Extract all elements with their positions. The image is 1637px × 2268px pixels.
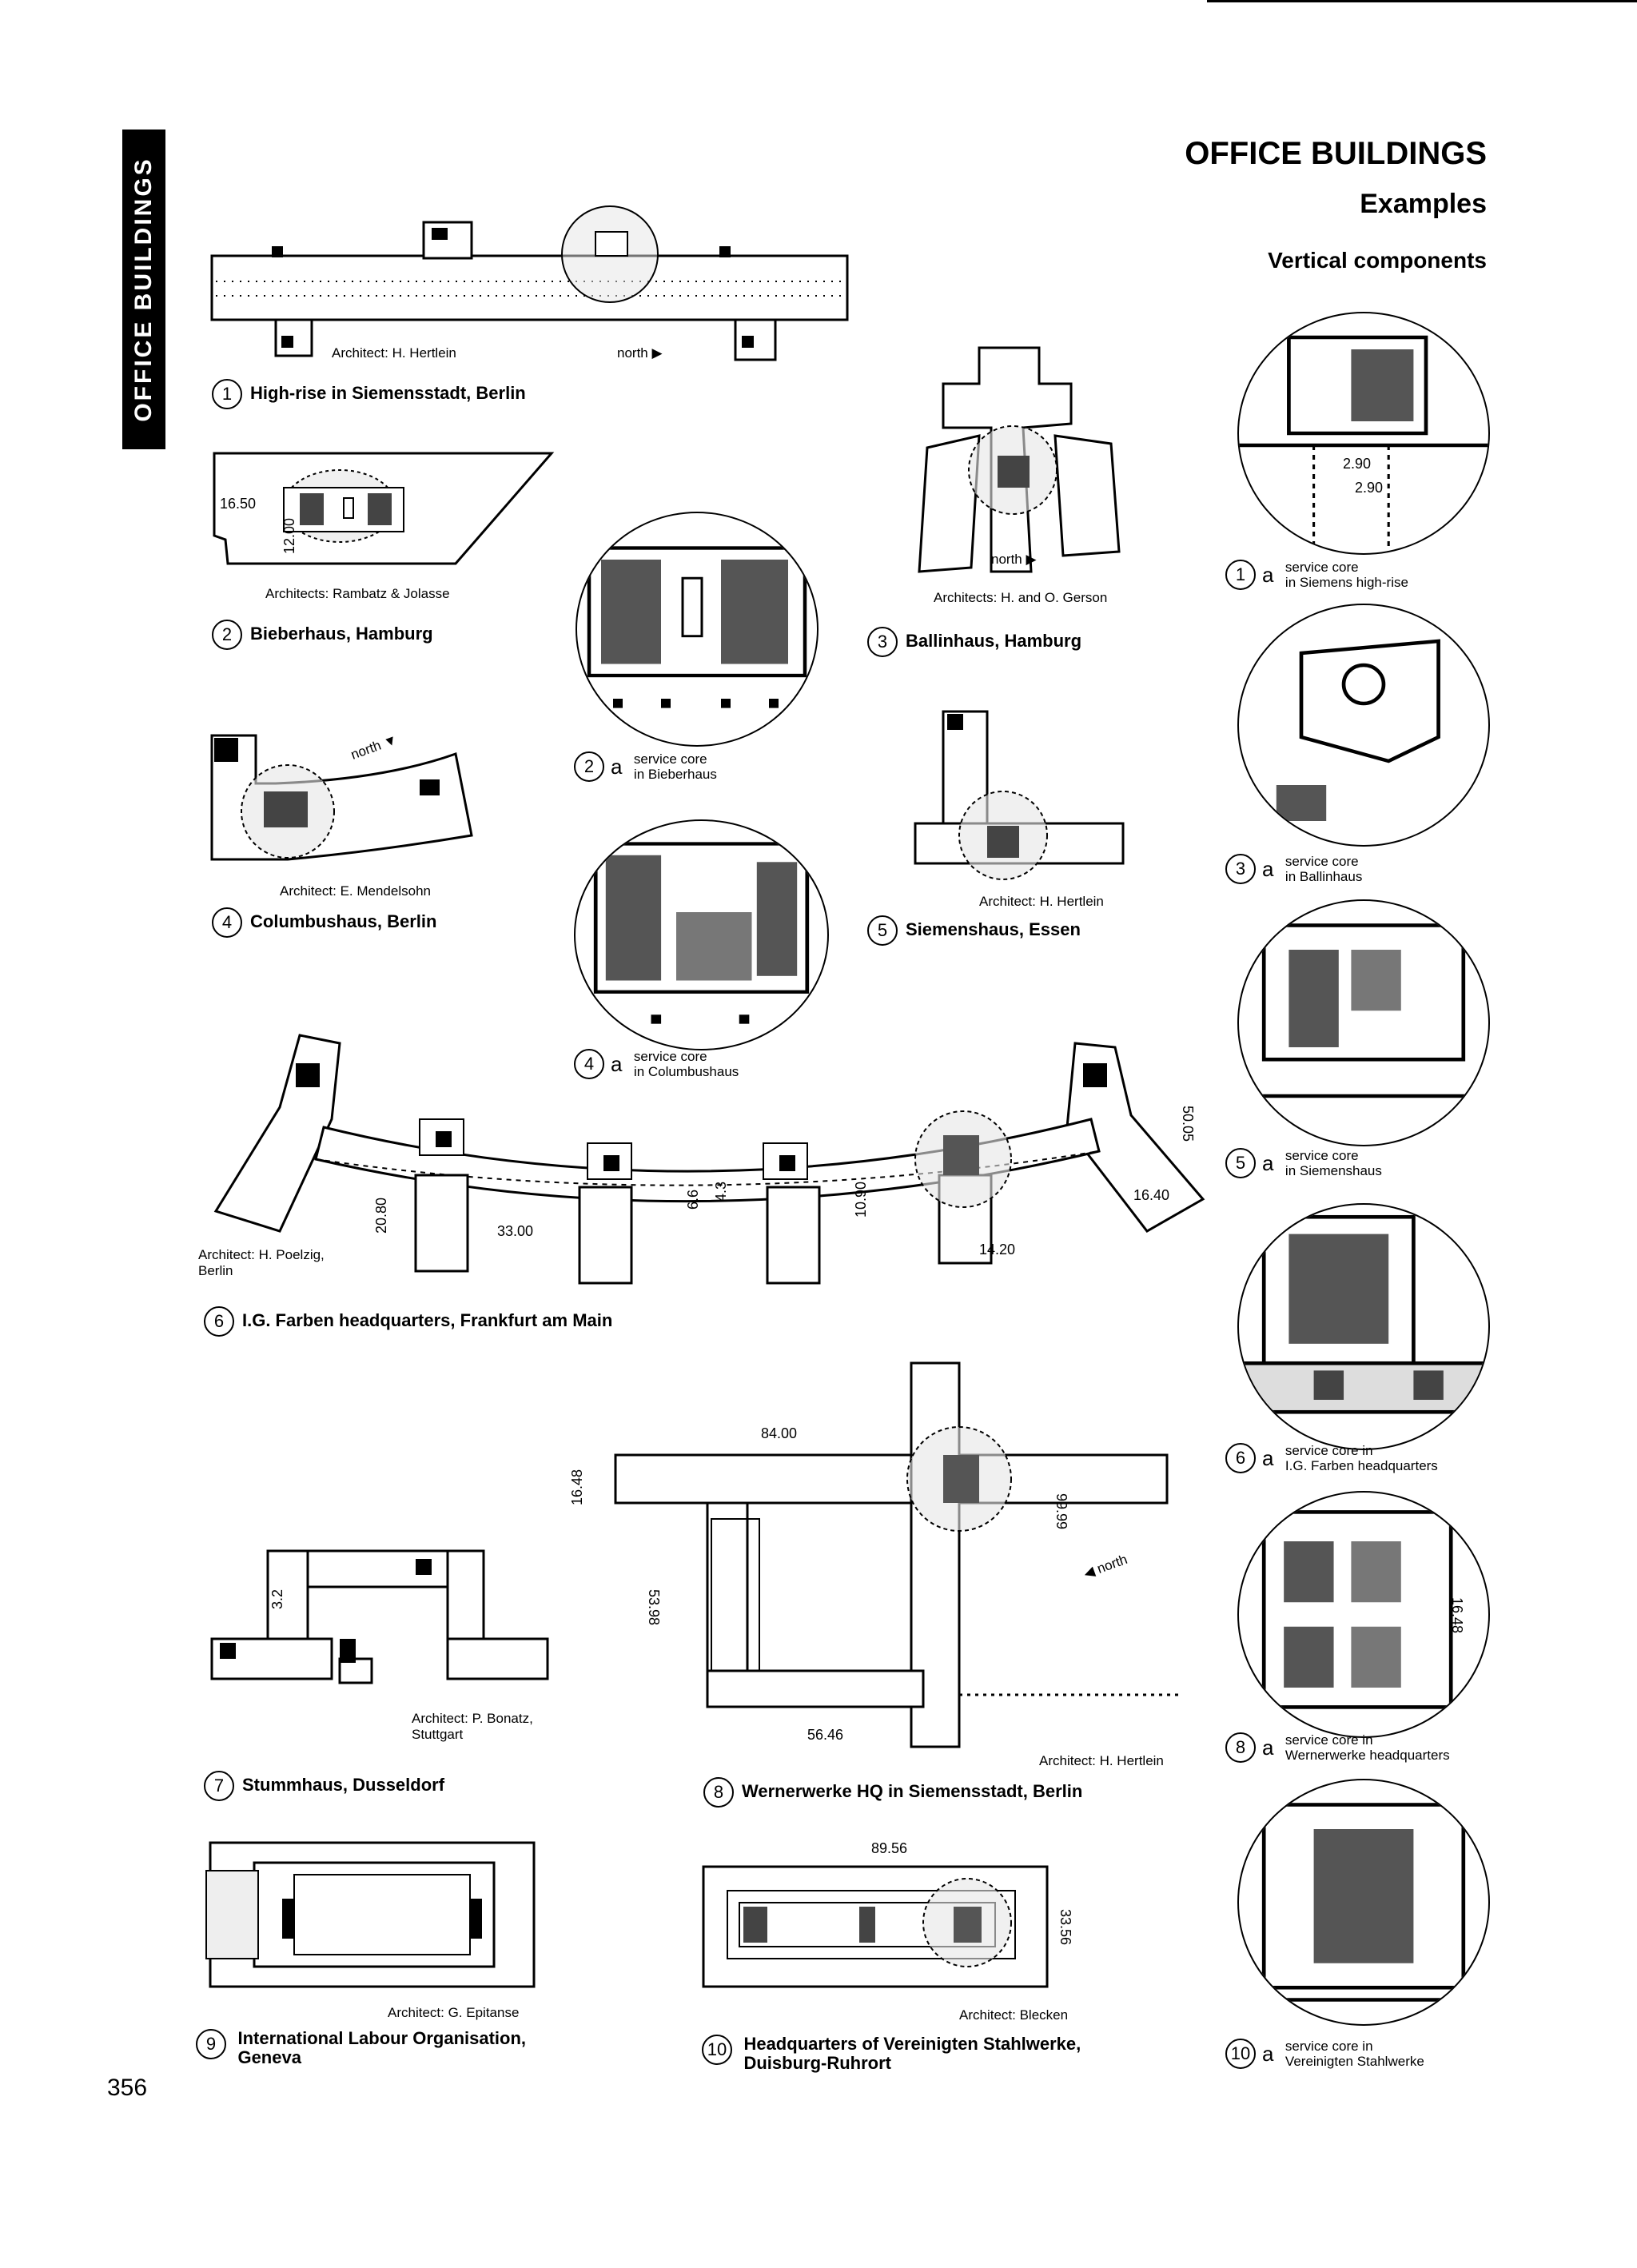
architect-1: Architect: H. Hertlein — [332, 345, 456, 361]
dim-6-f: 14.20 — [979, 1242, 1016, 1258]
page-title: OFFICE BUILDINGS — [1185, 136, 1487, 171]
north-arrow-icon: ▶ — [651, 345, 663, 361]
detail-4a-circle — [574, 819, 829, 1050]
dim-10-b: 33.56 — [1057, 1908, 1074, 1946]
architect-2: Architects: Rambatz & Jolasse — [265, 586, 450, 601]
detail-1a-circle — [1237, 312, 1490, 555]
dim-2-width: 16.50 — [220, 496, 257, 512]
section-heading: Vertical components — [1268, 248, 1487, 273]
plan-6-ig-farben — [213, 1034, 1205, 1285]
plan-2-bieberhaus — [213, 452, 555, 565]
detail-6a-circle — [1237, 1203, 1490, 1450]
top-rule — [1207, 0, 1637, 2]
north-label-3: north ▶ — [991, 552, 1037, 567]
page-number: 356 — [107, 2075, 148, 2101]
architect-10: Architect: Blecken — [959, 2007, 1069, 2023]
caption-10: 10 Headquarters of Vereinigten Stahlwerk… — [702, 2035, 1081, 2073]
dim-2-depth: 12.00 — [281, 517, 298, 555]
dim-6-e: 10.90 — [853, 1181, 870, 1218]
architect-9: Architect: G. Epitanse — [388, 2005, 520, 2020]
dim-8-b: 16.48 — [569, 1469, 586, 1506]
detail-5a-circle — [1237, 899, 1490, 1146]
architect-4: Architect: E. Mendelsohn — [280, 883, 431, 899]
dim-8-e: 56.46 — [807, 1727, 844, 1743]
architect-7: Architect: P. Bonatz,Stuttgart — [412, 1711, 533, 1742]
plan-3-ballinhaus — [918, 346, 1121, 573]
plan-9-ilo-geneva — [205, 1841, 536, 1988]
dim-7: 3.2 — [269, 1588, 286, 1610]
plan-7-stummhaus — [210, 1549, 549, 1684]
plan-1-siemensstadt — [210, 205, 849, 361]
dim-6-a: 20.80 — [373, 1197, 390, 1234]
plan-8-wernerwerke — [614, 1361, 1183, 1748]
north-arrow-icon: ▶ — [1026, 552, 1037, 567]
side-tab: OFFICE BUILDINGS — [122, 130, 165, 449]
detail-8a-circle — [1237, 1491, 1490, 1738]
dim-8-a: 84.00 — [761, 1425, 798, 1441]
dim-1a-a: 2.90 — [1343, 456, 1372, 472]
architect-3: Architects: H. and O. Gerson — [934, 590, 1108, 605]
plan-5-siemenshaus — [914, 710, 1125, 880]
dim-8-c: 99.99 — [1053, 1493, 1070, 1530]
dim-6-c: 6.6 — [685, 1189, 702, 1210]
dim-6-h: 50.05 — [1180, 1105, 1197, 1142]
architect-6: Architect: H. Poelzig,Berlin — [198, 1247, 325, 1278]
caption-9: 9 International Labour Organisation,Gene… — [196, 2029, 526, 2067]
architect-5: Architect: H. Hertlein — [979, 894, 1104, 909]
detail-2a-circle — [576, 512, 818, 747]
page-subtitle: Examples — [1360, 189, 1487, 219]
dim-6-b: 33.00 — [497, 1223, 534, 1239]
architect-8: Architect: H. Hertlein — [1039, 1753, 1164, 1768]
detail-10a-circle — [1237, 1779, 1490, 2026]
dim-8-d: 53.98 — [646, 1588, 663, 1626]
plan-4-columbushaus — [210, 734, 473, 861]
dim-8a: 16.48 — [1449, 1596, 1466, 1634]
dim-10-a: 89.56 — [871, 1840, 908, 1856]
north-label-1: north ▶ — [617, 345, 663, 361]
dim-6-d: 4.3 — [713, 1181, 730, 1202]
dim-1a-b: 2.90 — [1355, 480, 1384, 496]
plan-10-stahlwerke — [702, 1865, 1049, 1988]
detail-3a-circle — [1237, 604, 1490, 847]
dim-6-g: 16.40 — [1133, 1187, 1170, 1203]
